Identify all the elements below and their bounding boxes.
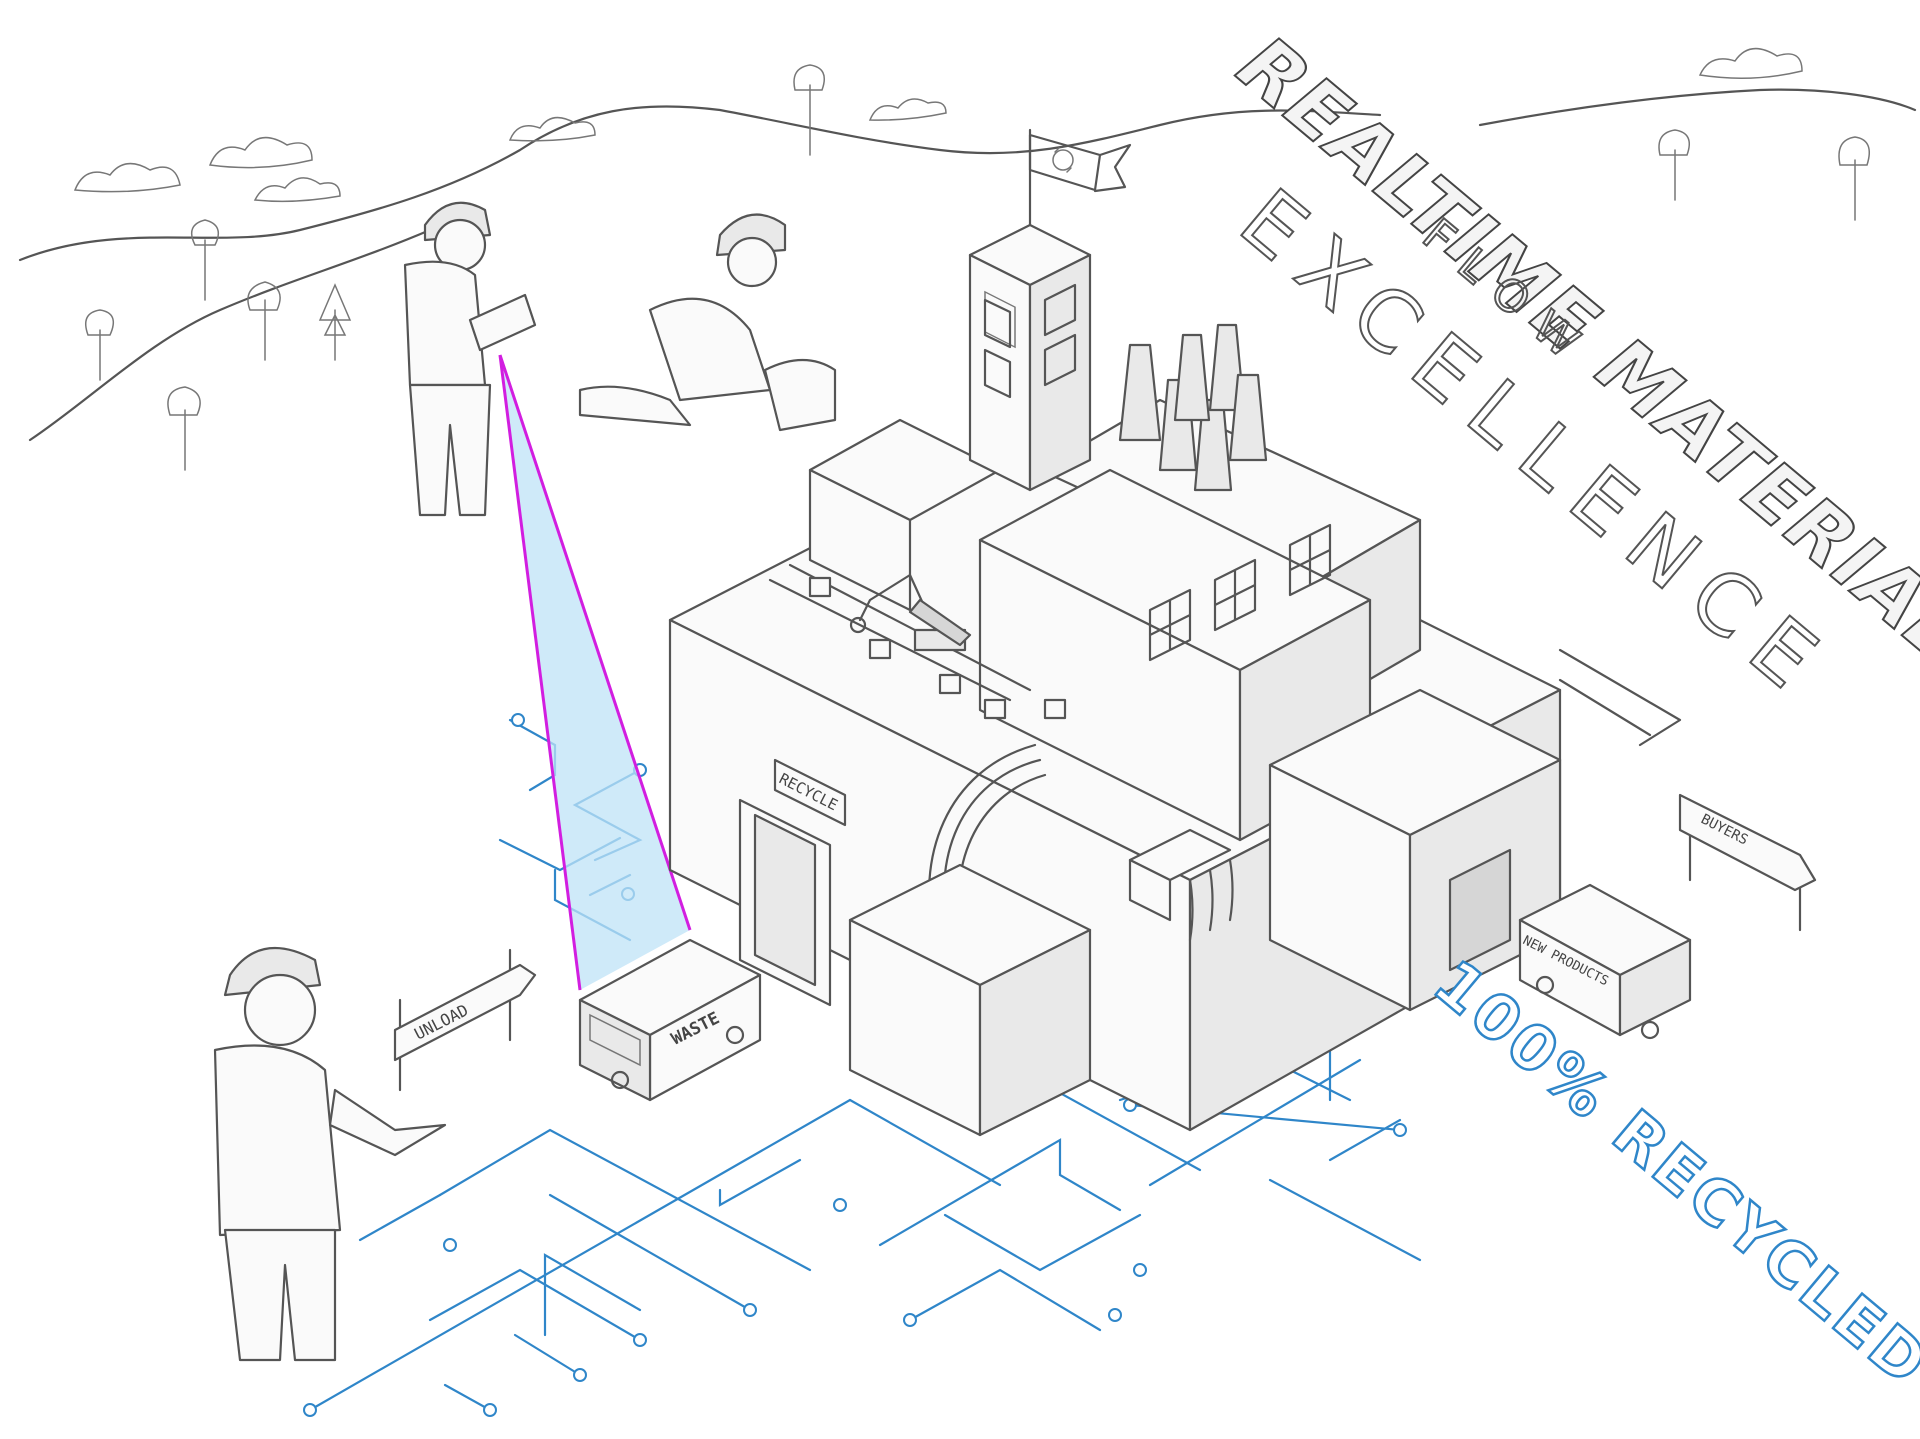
scan-beam — [498, 354, 692, 991]
products-truck: NEW PRODUCTS — [1518, 883, 1692, 1040]
conveyor-boxes — [808, 576, 1067, 720]
worker-standing — [213, 946, 447, 1362]
waste-truck: WASTE — [578, 938, 762, 1102]
recycle-icon — [1052, 147, 1074, 173]
buyers-sign: BUYERS — [1678, 793, 1817, 932]
factory: RECYCLE — [668, 128, 1682, 1137]
background-hills — [18, 88, 1917, 442]
chimneys — [1118, 323, 1268, 492]
trees — [85, 64, 1870, 471]
recycled-stamp-label: 100% RECYCLED — [1420, 946, 1920, 1402]
worker-with-tablet — [403, 201, 537, 517]
clouds — [73, 47, 1803, 203]
unload-sign: UNLOAD — [393, 948, 537, 1092]
robot-arm — [849, 573, 972, 652]
worker-kneeling — [578, 213, 837, 432]
factory-windows — [1148, 523, 1332, 662]
recycled-stamp: 100% RECYCLED — [1419, 944, 1920, 1402]
